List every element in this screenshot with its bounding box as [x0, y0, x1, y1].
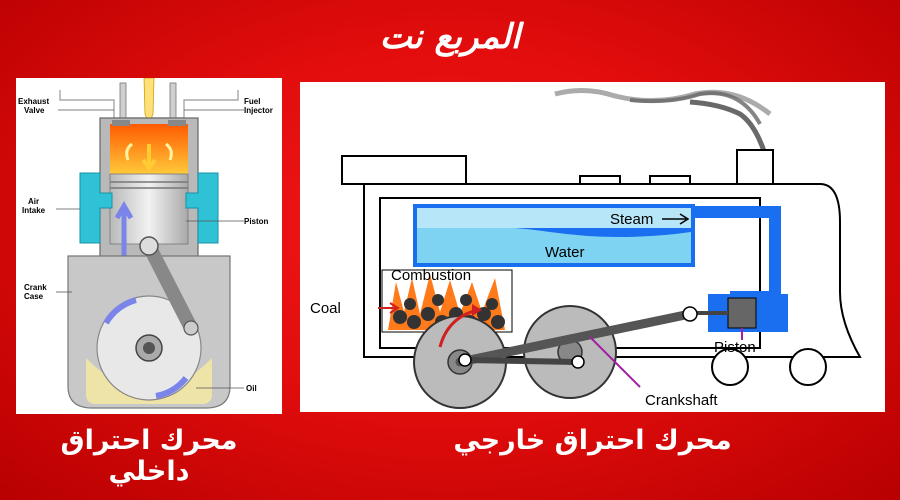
- label-fuel-injector-line2: Injector: [244, 106, 273, 115]
- label-steam: Steam: [610, 211, 653, 228]
- logo-text: المربع نت: [379, 17, 521, 57]
- small-wheel-1: [711, 348, 749, 386]
- label-water: Water: [545, 244, 584, 261]
- brand-logo[interactable]: المربع نت: [360, 8, 540, 66]
- small-wheel-2: [789, 348, 827, 386]
- oil-sump: [86, 358, 212, 404]
- external-engine-svg: Steam Water Combustion Coal Piston Crank…: [310, 88, 862, 409]
- label-crank-case-line1: Crank: [24, 283, 47, 292]
- connecting-rod: [455, 309, 695, 367]
- label-oil: Oil: [246, 384, 257, 393]
- label-crankshaft: Crankshaft: [645, 392, 718, 409]
- cab-roof: [341, 155, 467, 185]
- label-exhaust-valve-line1: Exhaust: [18, 97, 49, 106]
- connecting-rod: [142, 239, 198, 335]
- air-intake-right: [185, 172, 219, 244]
- label-air-intake-line1: Air: [28, 197, 39, 206]
- internal-engine-diagram: Exhaust Valve Fuel Injector Air Intake P…: [16, 78, 282, 414]
- label-coal: Coal: [310, 300, 341, 317]
- caption-external-combustion: محرك احتراق خارجي: [453, 425, 732, 456]
- label-piston: Piston: [714, 339, 756, 356]
- fuel-injector: [143, 78, 155, 126]
- exhaust-valve-head: [112, 120, 130, 126]
- label-piston: Piston: [244, 217, 269, 226]
- label-air-intake-line2: Intake: [22, 206, 46, 215]
- internal-engine-svg: Exhaust Valve Fuel Injector Air Intake P…: [18, 78, 273, 409]
- caption-internal-combustion: محرك احتراق داخلي: [60, 425, 238, 487]
- air-intake-left: [79, 172, 113, 244]
- label-combustion: Combustion: [391, 267, 471, 284]
- piston-block: [727, 297, 757, 329]
- label-fuel-injector-line1: Fuel: [244, 97, 260, 106]
- intake-valve-stem: [169, 82, 177, 124]
- chimney: [736, 149, 774, 185]
- intake-valve-head: [168, 120, 186, 126]
- water: [417, 225, 691, 263]
- exhaust-valve-stem: [119, 82, 127, 124]
- external-engine-diagram: Steam Water Combustion Coal Piston Crank…: [300, 82, 885, 412]
- label-exhaust-valve-line2: Valve: [24, 106, 45, 115]
- label-crank-case-line2: Case: [24, 292, 44, 301]
